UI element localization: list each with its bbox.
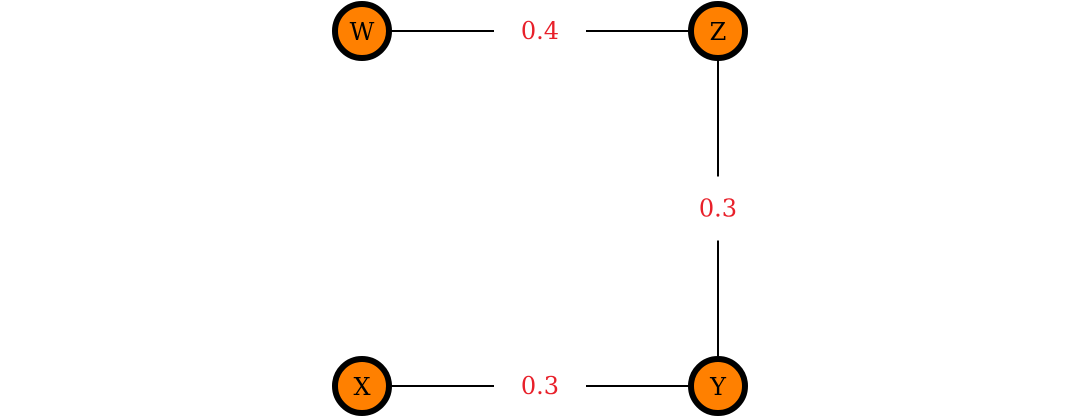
node-circle [688,1,748,61]
edge-w-z: 0.4 [389,17,691,45]
edge-weight-label: 0.3 [521,372,559,400]
node-circle [688,356,748,416]
edge-weight-label: 0.4 [521,17,559,45]
node-label: X [353,373,370,401]
node-z: Z [688,1,748,61]
node-circle [332,356,392,416]
node-label: Z [710,18,727,46]
node-label: Y [709,373,727,401]
edge-x-y: 0.3 [389,372,691,400]
node-y: Y [688,356,748,416]
node-w: W [332,1,392,61]
nodes-layer: W Z X Y [332,1,748,416]
edges-layer: 0.4 0.3 0.3 [389,17,737,400]
node-x: X [332,356,392,416]
edge-z-y: 0.3 [699,58,737,359]
edge-weight-label: 0.3 [699,195,737,223]
node-circle [332,1,392,61]
node-label: W [350,18,375,46]
